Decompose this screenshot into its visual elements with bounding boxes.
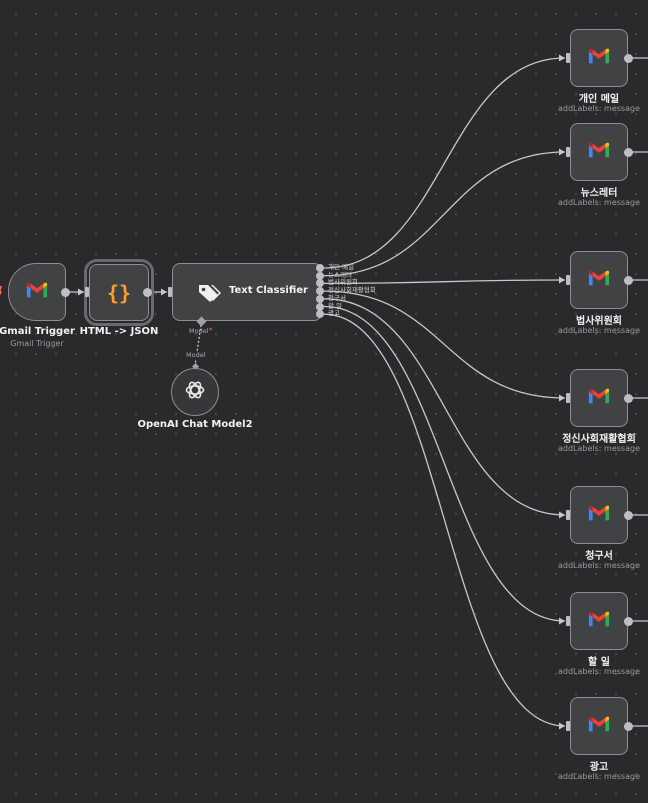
connection-line <box>323 313 566 727</box>
classifier-output-handle[interactable] <box>316 294 324 303</box>
html-to-json-node[interactable]: {} <box>84 259 154 326</box>
gmail-icon <box>26 281 48 303</box>
gmail-action-subtitle: addLabels: message <box>558 326 640 335</box>
connection-line <box>323 305 566 622</box>
tag-icon <box>197 283 221 307</box>
connection-arrow <box>559 54 565 62</box>
gmail-action-title: 할 일 <box>588 657 610 668</box>
gmail-action-title: 광고 <box>589 762 609 773</box>
openai-chat-model-node[interactable] <box>171 368 219 416</box>
code-braces-icon: {} <box>106 280 132 305</box>
html-to-json-output-handle[interactable] <box>143 288 152 297</box>
gmail-trigger-node[interactable] <box>8 263 66 321</box>
gmail-action-output-handle[interactable] <box>624 617 633 626</box>
text-classifier-input-handle[interactable] <box>168 287 172 297</box>
gmail-action-output-handle[interactable] <box>624 148 633 157</box>
connection-arrow <box>559 394 565 402</box>
gmail-action-title: 청구서 <box>585 551 613 562</box>
gmail-action-node[interactable] <box>570 123 628 181</box>
connection-line <box>323 57 566 269</box>
classifier-output-label: 뉴스레터 <box>328 270 352 279</box>
gmail-action-title: 정신사회재활협회 <box>562 434 636 445</box>
gmail-icon <box>588 47 610 69</box>
connection-arrow <box>161 288 167 296</box>
classifier-output-label: 할 일 <box>328 301 343 310</box>
gmail-trigger-title: Gmail Trigger <box>0 326 75 337</box>
classifier-output-handle[interactable] <box>316 279 324 288</box>
gmail-action-node[interactable] <box>570 486 628 544</box>
gmail-action-node[interactable] <box>570 251 628 309</box>
trigger-bolt-icon <box>0 286 2 298</box>
gmail-action-input-handle[interactable] <box>566 721 570 731</box>
gmail-action-output-handle[interactable] <box>624 722 633 731</box>
gmail-action-node[interactable] <box>570 592 628 650</box>
gmail-action-node[interactable] <box>570 369 628 427</box>
gmail-icon <box>588 715 610 737</box>
gmail-action-input-handle[interactable] <box>566 53 570 63</box>
openai-icon <box>184 379 206 405</box>
gmail-action-input-handle[interactable] <box>566 393 570 403</box>
gmail-icon <box>588 387 610 409</box>
connection-arrow <box>559 276 565 284</box>
classifier-output-label: 정신사회재활협회 <box>328 286 376 295</box>
text-classifier-title: Text Classifier <box>229 285 308 296</box>
gmail-action-output-handle[interactable] <box>624 54 633 63</box>
gmail-trigger-output-handle[interactable] <box>61 288 70 297</box>
gmail-action-subtitle: addLabels: message <box>558 561 640 570</box>
classifier-output-handle[interactable] <box>316 264 324 272</box>
classifier-output-label: 개인 메일 <box>328 263 354 271</box>
connection-line <box>323 298 566 516</box>
connection-arrow <box>559 511 565 519</box>
gmail-action-title: 뉴스레터 <box>580 188 618 199</box>
connection-line <box>323 290 566 399</box>
connection-arrow <box>559 617 565 625</box>
classifier-output-handle[interactable] <box>316 271 324 280</box>
gmail-action-subtitle: addLabels: message <box>558 667 640 676</box>
gmail-icon <box>588 141 610 163</box>
classifier-output-label: 청구서 <box>328 293 346 302</box>
model-connector-label: Model <box>185 351 207 359</box>
gmail-action-output-handle[interactable] <box>624 276 633 285</box>
gmail-action-subtitle: addLabels: message <box>558 198 640 207</box>
classifier-output-handle[interactable] <box>316 287 324 296</box>
gmail-icon <box>588 610 610 632</box>
gmail-action-output-handle[interactable] <box>624 511 633 520</box>
gmail-action-node[interactable] <box>570 697 628 755</box>
gmail-trigger-subtitle: Gmail Trigger <box>10 339 64 348</box>
gmail-action-subtitle: addLabels: message <box>558 772 640 781</box>
openai-chat-model-title: OpenAI Chat Model2 <box>137 419 253 430</box>
gmail-action-title: 법사위원회 <box>576 316 622 327</box>
gmail-action-subtitle: addLabels: message <box>558 444 640 453</box>
gmail-action-input-handle[interactable] <box>566 147 570 157</box>
classifier-output-label: 광고 <box>328 309 340 318</box>
gmail-action-output-handle[interactable] <box>624 394 633 403</box>
classifier-output-handle[interactable] <box>316 302 324 311</box>
gmail-action-input-handle[interactable] <box>566 275 570 285</box>
connection-arrow <box>78 288 84 296</box>
connection-line <box>194 324 202 367</box>
classifier-output-handle[interactable] <box>316 310 324 319</box>
required-marker: * <box>209 326 213 334</box>
connection-line <box>323 279 566 285</box>
model-port-label: Model <box>189 327 209 335</box>
connection-line <box>323 151 566 277</box>
html-to-json-title: HTML -> JSON <box>79 326 159 337</box>
connection-arrow <box>559 148 565 156</box>
gmail-icon <box>588 269 610 291</box>
gmail-action-input-handle[interactable] <box>566 616 570 626</box>
gmail-action-node[interactable] <box>570 29 628 87</box>
gmail-action-subtitle: addLabels: message <box>558 104 640 113</box>
gmail-action-input-handle[interactable] <box>566 510 570 520</box>
connection-arrow <box>559 722 565 730</box>
gmail-icon <box>588 504 610 526</box>
gmail-action-title: 개인 메일 <box>578 94 620 105</box>
classifier-output-label: 법사위원회 <box>328 278 358 287</box>
html-to-json-input-handle[interactable] <box>85 287 89 297</box>
text-classifier-node[interactable]: Text Classifier <box>172 263 322 321</box>
